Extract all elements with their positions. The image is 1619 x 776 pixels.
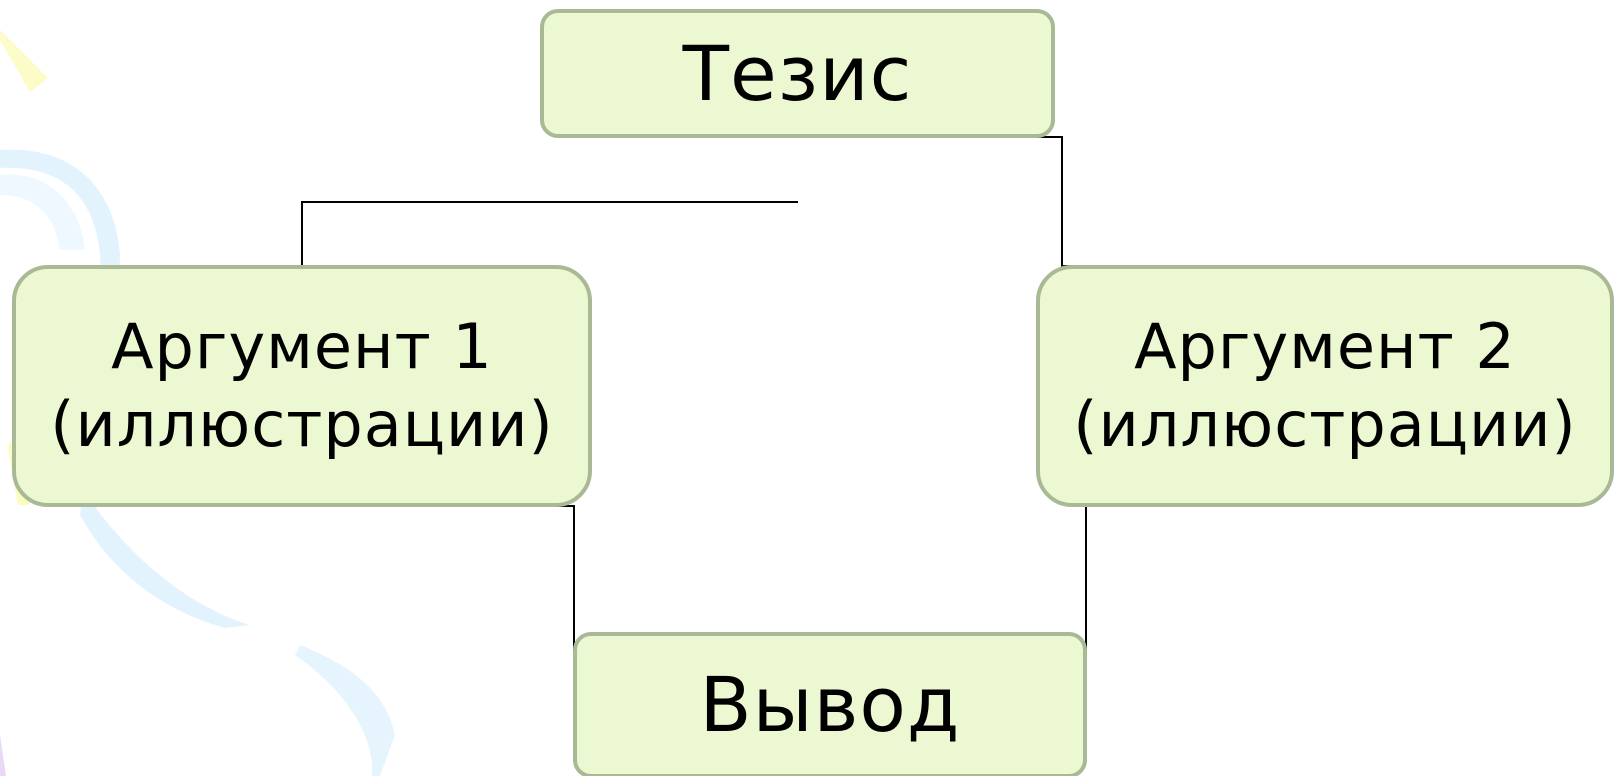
- connector-argument2-to-conclusion: [1085, 505, 1326, 706]
- decor-yellow-ray: [0, 30, 48, 92]
- argument-1-box: Аргумент 1 (иллюстрации): [12, 265, 592, 507]
- thesis-label: Тезис: [682, 28, 913, 118]
- decor-blue-ring-inner: [0, 174, 85, 250]
- argument-1-title: Аргумент 1: [111, 310, 493, 383]
- connector-argument1-to-conclusion: [302, 505, 575, 706]
- conclusion-box: Вывод: [573, 632, 1087, 776]
- decor-blue-arc-lower: [295, 645, 395, 776]
- argument-1-text: Аргумент 1 (иллюстрации): [50, 308, 553, 464]
- argument-1-subtitle: (иллюстрации): [50, 388, 554, 461]
- conclusion-label: Вывод: [699, 660, 961, 749]
- connector-thesis-to-argument2: [798, 136, 1326, 267]
- argument-2-subtitle: (иллюстрации): [1073, 388, 1577, 461]
- thesis-box: Тезис: [540, 9, 1055, 138]
- argument-2-title: Аргумент 2: [1134, 310, 1516, 383]
- connector-thesis-to-argument1: [301, 201, 798, 266]
- argument-2-box: Аргумент 2 (иллюстрации): [1036, 265, 1614, 507]
- argument-2-text: Аргумент 2 (иллюстрации): [1073, 308, 1576, 464]
- decor-lilac-ray: [0, 735, 6, 776]
